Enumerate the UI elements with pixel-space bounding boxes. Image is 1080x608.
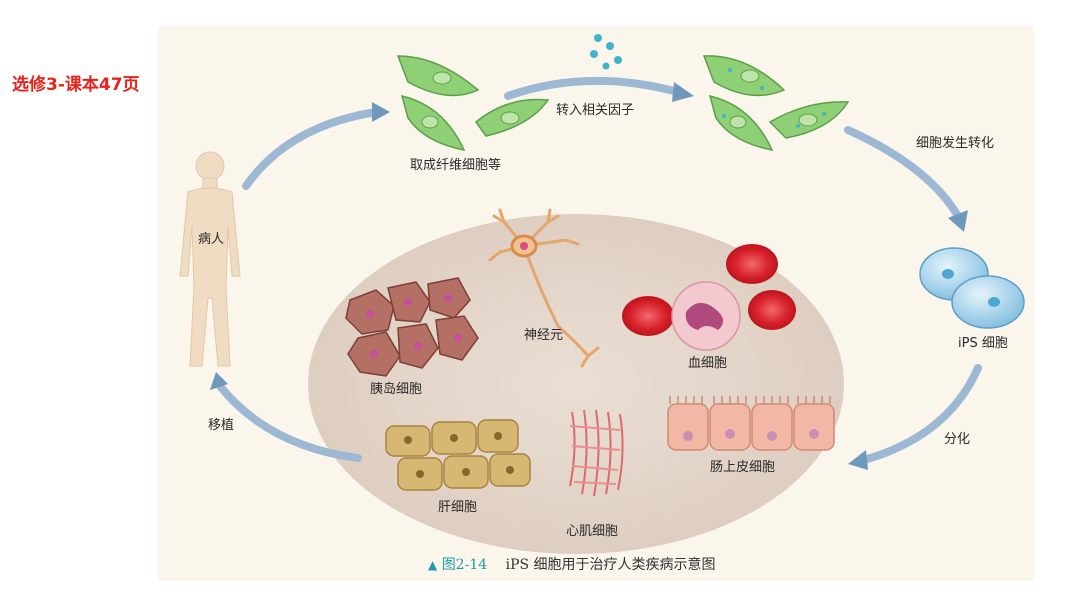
arrow-head-transform <box>948 210 968 232</box>
cardiac-cells <box>569 409 624 497</box>
label-factors: 转入相关因子 <box>556 103 635 118</box>
patient-figure <box>179 151 241 367</box>
figure-caption: ▲ 图2-14 iPS 细胞用于治疗人类疾病示意图 <box>428 554 716 574</box>
label-transform: 细胞发生转化 <box>916 136 995 151</box>
label-intestine: 肠上皮细胞 <box>710 460 776 475</box>
label-differentiate: 分化 <box>944 432 971 447</box>
ips-cells <box>919 247 1025 329</box>
arrow-transform <box>844 126 962 220</box>
caption-text: iPS 细胞用于治疗人类疾病示意图 <box>505 557 716 573</box>
ips-diagram: 病人 取成纤维细胞等 转入相关因子 细胞发生转化 iPS 细胞 分化 移植 神经… <box>158 26 1034 581</box>
cycle-arrows <box>210 76 982 470</box>
islet-cells <box>345 277 479 377</box>
factor-dots <box>590 34 622 70</box>
label-blood: 血细胞 <box>688 356 728 371</box>
arrow-factors <box>504 76 682 100</box>
arrow-head-differentiate <box>848 450 868 470</box>
intestine-cells <box>667 396 835 451</box>
textbook-reference: 选修3-课本47页 <box>12 75 140 95</box>
label-patient: 病人 <box>198 232 225 247</box>
reprogrammed-cells <box>702 55 850 152</box>
label-liver: 肝细胞 <box>438 500 478 515</box>
label-ips: iPS 细胞 <box>958 336 1008 351</box>
label-neuron: 神经元 <box>524 328 564 343</box>
label-transplant: 移植 <box>208 418 235 433</box>
caption-marker: ▲ <box>428 558 438 572</box>
neuron-cell <box>488 208 600 368</box>
label-islet: 胰岛细胞 <box>370 382 423 397</box>
arrow-head-factors <box>672 82 694 102</box>
arrow-head-transplant <box>210 372 228 390</box>
arrow-head-fibroblast <box>372 102 390 122</box>
fibroblast-cells <box>396 55 550 152</box>
diagram-graphics <box>179 34 1025 554</box>
label-cardiac: 心肌细胞 <box>566 524 619 539</box>
blood-cells <box>622 244 796 351</box>
liver-cells <box>385 419 531 491</box>
label-fibroblast: 取成纤维细胞等 <box>410 158 502 173</box>
arrow-differentiate <box>860 364 982 464</box>
caption-number: 图2-14 <box>441 557 488 573</box>
arrow-to-fibroblast <box>242 108 380 190</box>
arrow-transplant <box>216 382 362 462</box>
